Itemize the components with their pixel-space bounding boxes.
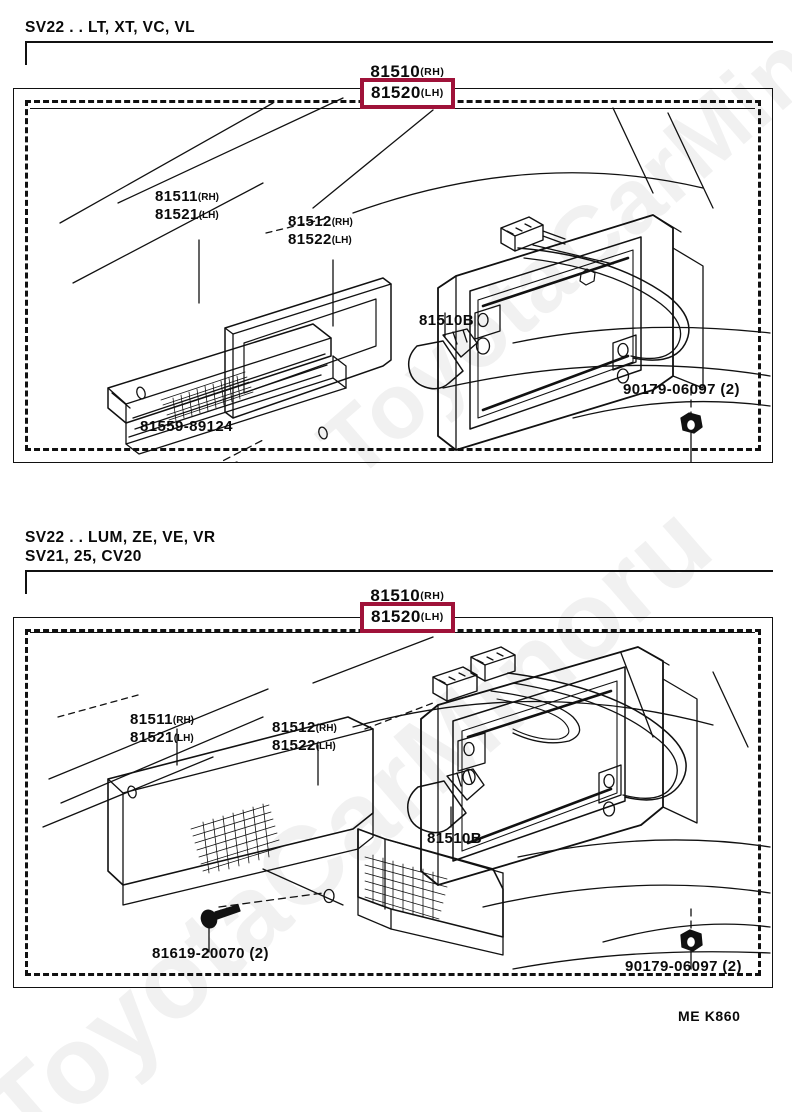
section-2-header: SV22 . . LUM, ZE, VE, VR SV21, 25, CV20 bbox=[25, 529, 216, 565]
callout-lh-number: 81520(LH) bbox=[371, 83, 444, 102]
callout-highlight-box[interactable]: 81520(LH) bbox=[360, 602, 455, 633]
label-nut: 90179-06097 (2) bbox=[625, 958, 742, 975]
label-packing-lh: 81522(LH) bbox=[288, 231, 352, 248]
page-footer-code: ME K860 bbox=[678, 1008, 741, 1024]
label-bulb: 81510B bbox=[419, 312, 474, 329]
label-packing-rh: 81512(RH) bbox=[288, 213, 353, 230]
label-bulb: 81510B bbox=[427, 830, 482, 847]
callout-rh-number: 81510(RH) bbox=[370, 62, 445, 81]
label-nut: 90179-06097 (2) bbox=[623, 381, 740, 398]
label-screw: 81559-89124 bbox=[140, 418, 233, 435]
label-packing-rh: 81512(RH) bbox=[272, 719, 337, 736]
callout-lh-number: 81520(LH) bbox=[371, 607, 444, 626]
label-screw: 81619-20070 (2) bbox=[152, 945, 269, 962]
label-lens-lh: 81521(LH) bbox=[130, 729, 194, 746]
section-1-header: SV22 . . LT, XT, VC, VL bbox=[25, 19, 195, 36]
section-2-diagram-frame bbox=[13, 617, 773, 988]
label-lens-rh: 81511(RH) bbox=[155, 188, 219, 205]
section-1-title-bracket bbox=[25, 41, 773, 65]
callout-rh-number: 81510(RH) bbox=[370, 586, 445, 605]
label-lens-lh: 81521(LH) bbox=[155, 206, 219, 223]
section-1-part-callout: 81510(RH) 81520(LH) bbox=[360, 62, 455, 109]
section-2-part-callout: 81510(RH) 81520(LH) bbox=[360, 586, 455, 633]
label-lens-rh: 81511(RH) bbox=[130, 711, 194, 728]
section-1-diagram-frame bbox=[13, 88, 773, 463]
section-2-title-bracket bbox=[25, 570, 773, 594]
callout-highlight-box[interactable]: 81520(LH) bbox=[360, 78, 455, 109]
label-packing-lh: 81522(LH) bbox=[272, 737, 336, 754]
